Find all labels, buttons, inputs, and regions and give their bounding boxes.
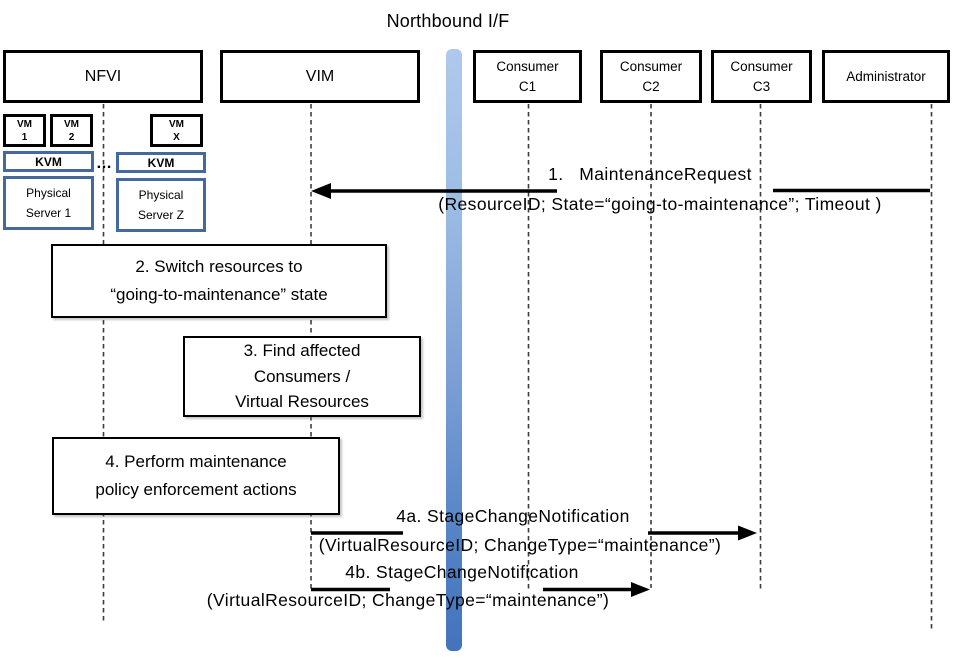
vm-x-label-line1: VM: [169, 118, 184, 130]
process-box-3: 3. Find affected Consumers / Virtual Res…: [183, 336, 421, 417]
server-z-label-line2: Server Z: [137, 208, 184, 222]
actor-consumer-c1: Consumer C1: [473, 50, 582, 103]
process-box-3-line2: Consumers /: [253, 366, 351, 386]
diagram-title: Northbound I/F: [386, 11, 510, 31]
server-1-label-line1: Physical: [26, 185, 71, 200]
process-box-2: 2. Switch resources to “going-to-mainten…: [51, 244, 387, 318]
physical-server-1-box: Physical Server 1: [3, 176, 94, 230]
message-1-params: (ResourceID; State=“going-to-maintenance…: [438, 194, 882, 214]
message-4a-title: 4a. StageChangeNotification: [396, 506, 630, 526]
vm-2-label-line1: VM: [64, 118, 79, 130]
kvm-1-label: KVM: [35, 154, 62, 169]
kvm-2-label: KVM: [147, 155, 175, 170]
server-1-label-line2: Server 1: [25, 206, 72, 220]
actor-c3-label-line2: C3: [752, 78, 771, 94]
vm-2-label-line2: 2: [68, 131, 75, 143]
message-4b-title: 4b. StageChangeNotification: [345, 562, 579, 582]
message-4b-params: (VirtualResourceID; ChangeType=“maintena…: [206, 590, 610, 610]
actor-nfvi-label: NFVI: [84, 67, 122, 85]
actor-c2-label-line1: Consumer: [619, 58, 683, 74]
actor-c1-label-line2: C1: [518, 78, 537, 94]
process-box-4-line1: 4. Perform maintenance: [105, 452, 287, 472]
process-box-2-line1: 2. Switch resources to: [135, 257, 303, 277]
physical-server-z-box: Physical Server Z: [116, 178, 206, 232]
kvm-ellipsis: …: [96, 155, 113, 172]
actor-c2-label-line2: C2: [642, 78, 660, 94]
vm-2-box: VM 2: [50, 114, 93, 147]
actor-consumer-c3: Consumer C3: [711, 50, 812, 103]
vm-1-label-line1: VM: [17, 118, 32, 130]
vm-x-label-line2: X: [173, 131, 180, 143]
message-4a-params: (VirtualResourceID; ChangeType=“maintena…: [318, 535, 722, 555]
message-1-title: 1. MaintenanceRequest: [548, 164, 752, 184]
kvm-box-2: KVM: [116, 152, 206, 173]
vm-1-label-line2: 1: [21, 131, 28, 143]
actor-administrator: Administrator: [822, 50, 950, 103]
actor-c1-label-line1: Consumer: [496, 58, 559, 74]
process-box-2-line2: “going-to-maintenance” state: [110, 285, 328, 304]
actor-administrator-label: Administrator: [846, 68, 926, 84]
actor-vim: VIM: [220, 50, 420, 103]
actor-c3-label-line1: Consumer: [730, 58, 793, 74]
kvm-box-1: KVM: [3, 151, 94, 172]
server-z-label-line1: Physical: [138, 187, 184, 202]
northbound-if-bar: [446, 49, 462, 651]
actor-vim-label: VIM: [305, 67, 335, 85]
actor-consumer-c2: Consumer C2: [600, 50, 702, 103]
vm-1-box: VM 1: [3, 114, 46, 147]
process-box-4: 4. Perform maintenance policy enforcemen…: [52, 437, 340, 515]
actor-nfvi: NFVI: [3, 50, 203, 103]
process-box-3-line1: 3. Find affected: [243, 341, 361, 361]
process-box-3-line3: Virtual Resources: [235, 392, 369, 412]
process-box-4-line2: policy enforcement actions: [95, 480, 297, 499]
vm-x-box: VM X: [150, 114, 203, 147]
